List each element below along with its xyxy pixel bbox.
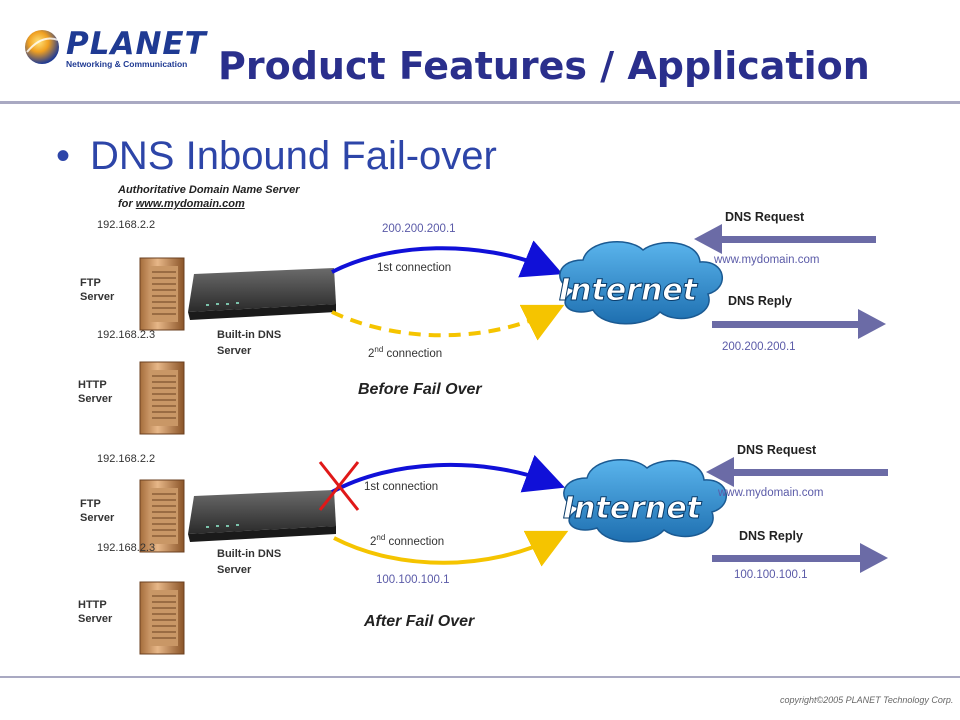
http-ip-label: 192.168.2.3 [97,329,156,341]
header-divider [0,101,960,104]
conn2-text: connection [383,347,443,360]
authority-caption: Authoritative Domain Name Server for www… [118,183,300,211]
primary-link-arrow [331,240,563,278]
internet-cloud-icon [563,458,728,543]
ftp-server-label: FTP Server [80,277,115,303]
http-server-label: HTTP Server [78,599,113,625]
copyright-text: copyright©2005 PLANET Technology Corp. [780,695,954,705]
conn2-label: 2nd connection [368,345,442,360]
request-domain-label: www.mydomain.com [718,487,824,499]
conn2-number: 2 [368,347,375,360]
router-label: Built-in DNS Server [217,329,282,357]
http-server-label: HTTP Server [78,379,113,405]
bullet-dot-icon: • [56,134,71,178]
footer-divider [0,676,960,678]
authority-prefix: for [118,198,136,210]
conn2-text: connection [385,535,445,548]
authority-line1: Authoritative Domain Name Server [118,184,300,196]
router-label: Built-in DNS Server [217,548,282,576]
ftp-server-label: FTP Server [80,498,115,524]
dns-request-arrow [694,224,876,254]
router-icon [188,268,336,320]
ftp-server-icon [139,257,185,331]
internet-label: Internet [563,491,703,526]
conn1-label: 1st connection [377,262,452,274]
wan-ip-label: 200.200.200.1 [382,223,456,235]
planet-logo-icon [25,30,59,64]
conn2-number: 2 [370,535,377,548]
logo-tagline: Networking & Communication [66,59,188,69]
conn2-suffix: nd [374,345,384,354]
before-caption: Before Fail Over [358,381,482,398]
dns-request-arrow [706,457,888,487]
ftp-ip-label: 192.168.2.2 [97,453,156,465]
backup-link-arrow [331,304,565,341]
http-ip-label: 192.168.2.3 [97,542,156,554]
http-server-icon [139,361,185,435]
failure-x-icon [318,461,360,511]
dns-reply-label: DNS Reply [739,529,803,543]
before-section [139,224,886,435]
dns-reply-arrow [712,543,888,573]
logo-wordmark: PLANET [66,26,207,62]
authority-line2: for www.mydomain.com [118,197,300,211]
dns-reply-arrow [712,309,886,339]
http-server-icon [139,581,185,655]
ftp-server-icon [139,479,185,553]
conn2-label: 2nd connection [370,533,444,548]
reply-ip-label: 200.200.200.1 [722,341,796,353]
dns-reply-label: DNS Reply [728,294,792,308]
conn2-suffix: nd [376,533,386,542]
bullet-heading: • DNS Inbound Fail-over [56,134,497,179]
page-title: Product Features / Application [218,44,870,88]
authority-domain-link[interactable]: www.mydomain.com [135,198,245,210]
dns-request-label: DNS Request [737,443,817,457]
conn1-label: 1st connection [364,481,439,493]
dns-request-label: DNS Request [725,210,805,224]
router-icon [188,490,336,542]
request-domain-label: www.mydomain.com [714,254,820,266]
after-section [139,454,888,655]
reply-ip-label: 100.100.100.1 [734,569,808,581]
wan-ip-label: 100.100.100.1 [376,574,450,586]
ftp-ip-label: 192.168.2.2 [97,219,156,231]
after-caption: After Fail Over [364,613,475,630]
primary-link-arrow [331,454,566,494]
internet-cloud-icon [559,240,724,325]
backup-link-arrow [333,530,569,567]
bullet-text: DNS Inbound Fail-over [90,134,497,178]
internet-label: Internet [559,273,699,308]
